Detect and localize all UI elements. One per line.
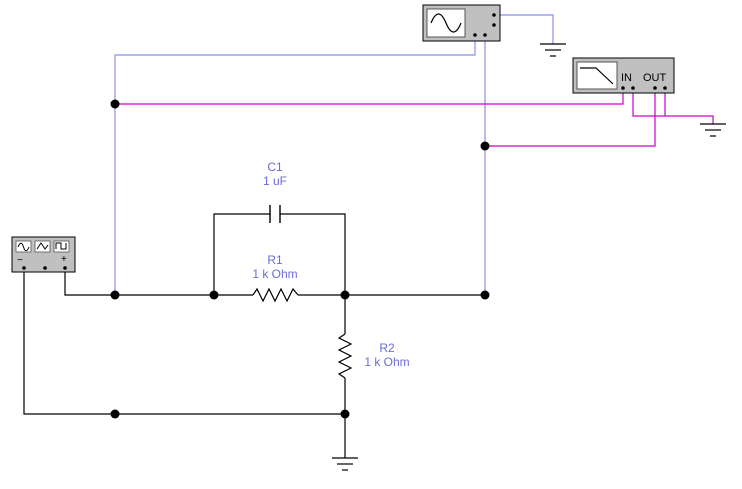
scope-wires — [114, 14, 554, 295]
bode-wires — [115, 91, 714, 147]
junction-dot — [110, 290, 120, 300]
wire-scope-ground[interactable] — [495, 14, 554, 44]
resistor-r2[interactable] — [337, 333, 353, 379]
c1-name: C1 — [267, 160, 283, 174]
r1-name: R1 — [267, 253, 283, 267]
oscilloscope[interactable] — [422, 4, 501, 42]
fg-plus-label: + — [61, 254, 67, 265]
bode-out-label: OUT — [643, 72, 667, 84]
c1-label: C1 1 uF — [245, 160, 305, 188]
wire-bode-in-plus[interactable] — [115, 91, 624, 105]
wire-c1-left[interactable] — [213, 213, 270, 295]
wire-c1-right[interactable] — [280, 213, 346, 295]
resistor-r1[interactable] — [252, 287, 299, 303]
wire-fg-plus[interactable] — [64, 270, 253, 296]
capacitor-c1[interactable] — [269, 205, 281, 223]
r1-label: R1 1 k Ohm — [235, 253, 315, 281]
junction-dot — [340, 409, 350, 419]
ground-symbol[interactable] — [332, 457, 358, 471]
circuit-wires — [23, 213, 485, 458]
r1-value: 1 k Ohm — [252, 267, 298, 281]
sine-wave-icon — [430, 13, 462, 33]
bode-in-label: IN — [621, 72, 632, 84]
triangle-wave-icon — [36, 242, 49, 250]
r2-label: R2 1 k Ohm — [347, 341, 427, 369]
r2-name: R2 — [379, 341, 395, 355]
ground-symbol[interactable] — [540, 43, 566, 57]
c1-value: 1 uF — [262, 174, 287, 188]
junction-dot — [480, 141, 490, 151]
function-generator[interactable] — [11, 236, 76, 273]
junction-dot — [110, 409, 120, 419]
wire-bode-out-plus[interactable] — [485, 91, 656, 147]
bode-plotter[interactable] — [572, 57, 675, 94]
junctions — [110, 99, 490, 419]
r2-value: 1 k Ohm — [364, 355, 410, 369]
sine-wave-icon — [17, 242, 30, 252]
lowpass-response-icon — [580, 67, 614, 85]
ground-symbol[interactable] — [700, 123, 726, 137]
junction-dot — [340, 290, 350, 300]
wire-bode-in-minus[interactable] — [632, 91, 714, 124]
wire-fg-minus[interactable] — [23, 270, 345, 415]
fg-minus-label: − — [17, 255, 23, 266]
square-wave-icon — [55, 242, 67, 250]
junction-dot — [209, 290, 219, 300]
wire-scope-a[interactable] — [114, 38, 476, 295]
junction-dot — [110, 99, 120, 109]
junction-dot — [480, 290, 490, 300]
